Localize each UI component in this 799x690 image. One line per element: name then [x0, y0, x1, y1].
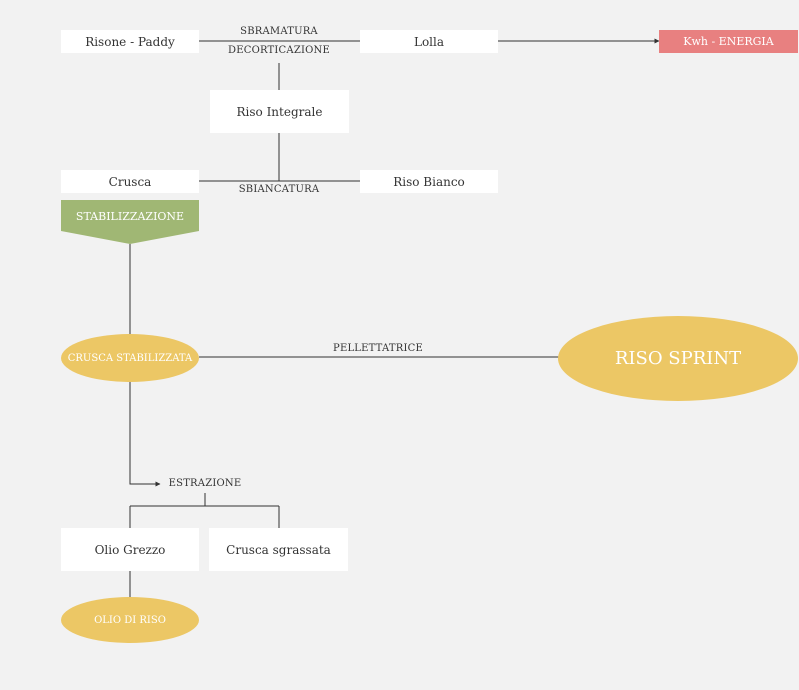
node-crusca-stabilizzata: CRUSCA STABILIZZATA	[61, 334, 199, 382]
node-stabilizzazione: STABILIZZAZIONE	[75, 209, 185, 223]
label-pellettatrice: PELLETTATRICE	[333, 343, 423, 354]
label-estrazione: ESTRAZIONE	[168, 478, 242, 489]
label-decorticazione: DECORTICAZIONE	[228, 45, 330, 56]
node-crusca: Crusca	[61, 170, 199, 193]
node-olio-grezzo: Olio Grezzo	[61, 528, 199, 571]
node-lolla: Lolla	[360, 30, 498, 53]
connector-crusca-stabilizzata-estrazione	[129, 381, 161, 487]
node-riso-sprint: RISO SPRINT	[558, 316, 798, 401]
node-kwh-energia: Kwh - ENERGIA	[659, 30, 798, 53]
label-sbiancatura: SBIANCATURA	[238, 184, 320, 195]
node-risone-paddy: Risone - Paddy	[61, 30, 199, 53]
node-crusca-sgrassata: Crusca sgrassata	[209, 528, 348, 571]
node-riso-bianco: Riso Bianco	[360, 170, 498, 193]
label-sbramatura: SBRAMATURA	[240, 26, 318, 37]
stabilizzazione-shape	[61, 200, 199, 244]
node-riso-integrale: Riso Integrale	[210, 90, 349, 133]
node-olio-di-riso: OLIO DI RISO	[61, 597, 199, 643]
